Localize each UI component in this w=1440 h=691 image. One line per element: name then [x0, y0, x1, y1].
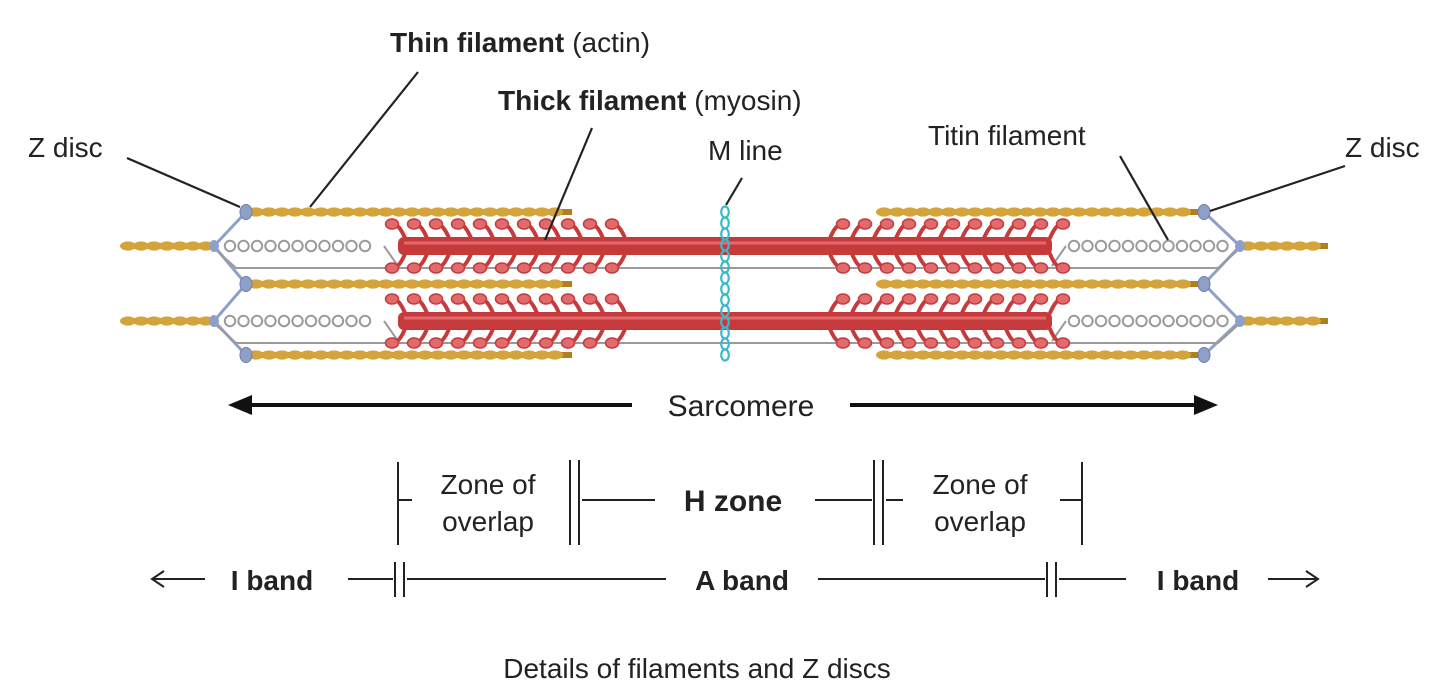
thin-filament-label-main: Thin filament — [390, 27, 564, 58]
thin-filament-left-1 — [248, 207, 572, 217]
outer-thin-filament-right-2 — [1240, 316, 1328, 326]
z-disc-right-node-2 — [1197, 276, 1211, 292]
z-disc-left-node-2 — [239, 276, 253, 292]
sarcomere-arrowhead-right — [1194, 395, 1218, 415]
z-disc-right-joint-2 — [1235, 315, 1245, 327]
titin-coil-left-1 — [223, 239, 372, 253]
titin-filament-leader — [1119, 155, 1169, 241]
thick-filament-label-sub: (myosin) — [694, 85, 801, 116]
z-disc-right-node-3 — [1197, 347, 1211, 363]
thick-filament-leader — [543, 127, 594, 241]
i-band-left-arrowhead — [150, 570, 165, 588]
caption: Details of filaments and Z discs — [503, 653, 891, 684]
thick-filament-2 — [384, 293, 1071, 349]
sarcomere-structure — [120, 204, 1328, 363]
z-disc-left-node-1 — [239, 204, 253, 220]
z-disc-right-joint-1 — [1235, 240, 1245, 252]
z-disc-right-node-1 — [1197, 204, 1211, 220]
titin-coil-right-1 — [1067, 239, 1229, 253]
z-disc-left-node-3 — [239, 347, 253, 363]
thin-filament-left-2 — [248, 279, 572, 289]
sarcomere-label: Sarcomere — [668, 390, 815, 423]
z-disc-left-leader — [126, 156, 241, 209]
outer-thin-filament-right-1 — [1240, 241, 1328, 251]
z-disc-left-label: Z disc — [28, 132, 103, 163]
sarcomere-arrowhead-left — [228, 395, 252, 415]
titin-strand-left-2 — [215, 324, 720, 344]
thin-filament-right-2 — [876, 279, 1200, 289]
z-disc-right-label: Z disc — [1345, 132, 1420, 163]
z-disc-left-joint-1 — [209, 240, 219, 252]
thick-filament-1 — [384, 218, 1071, 274]
z-disc-left-joint-2 — [209, 315, 219, 327]
i-band-right-label: I band — [1157, 565, 1239, 596]
i-band-right-arrowhead — [1305, 570, 1320, 588]
thin-filament-right-3 — [876, 350, 1200, 360]
titin-coil-left-2 — [223, 314, 372, 328]
thin-filament-right-1 — [876, 207, 1200, 217]
zone-overlap-right-line1: Zone of — [933, 469, 1028, 500]
thin-filament-leader — [309, 71, 419, 208]
a-band-label: A band — [695, 565, 789, 596]
z-disc-right-leader — [1209, 164, 1346, 213]
titin-strand-left-1 — [215, 249, 720, 269]
zone-overlap-left-line2: overlap — [442, 506, 534, 537]
titin-filament-label: Titin filament — [928, 120, 1086, 151]
thin-filament-left-3 — [248, 350, 572, 360]
h-zone-label: H zone — [684, 485, 782, 518]
outer-thin-filament-left-1 — [120, 241, 214, 251]
thin-filament-label-sub: (actin) — [572, 27, 650, 58]
m-line-leader — [725, 177, 743, 206]
m-line-label: M line — [708, 135, 783, 166]
outer-thin-filament-left-2 — [120, 316, 214, 326]
zone-overlap-right-line2: overlap — [934, 506, 1026, 537]
i-band-left-label: I band — [231, 565, 313, 596]
titin-link-left-2 — [383, 320, 399, 342]
titin-coil-right-2 — [1067, 314, 1229, 328]
zone-overlap-left-line1: Zone of — [441, 469, 536, 500]
titin-link-left-1 — [383, 245, 399, 267]
m-line — [720, 205, 730, 362]
thick-filament-label: Thick filament (myosin) — [498, 85, 802, 116]
thin-filament-label: Thin filament (actin) — [390, 27, 650, 58]
thick-filament-label-main: Thick filament — [498, 85, 686, 116]
